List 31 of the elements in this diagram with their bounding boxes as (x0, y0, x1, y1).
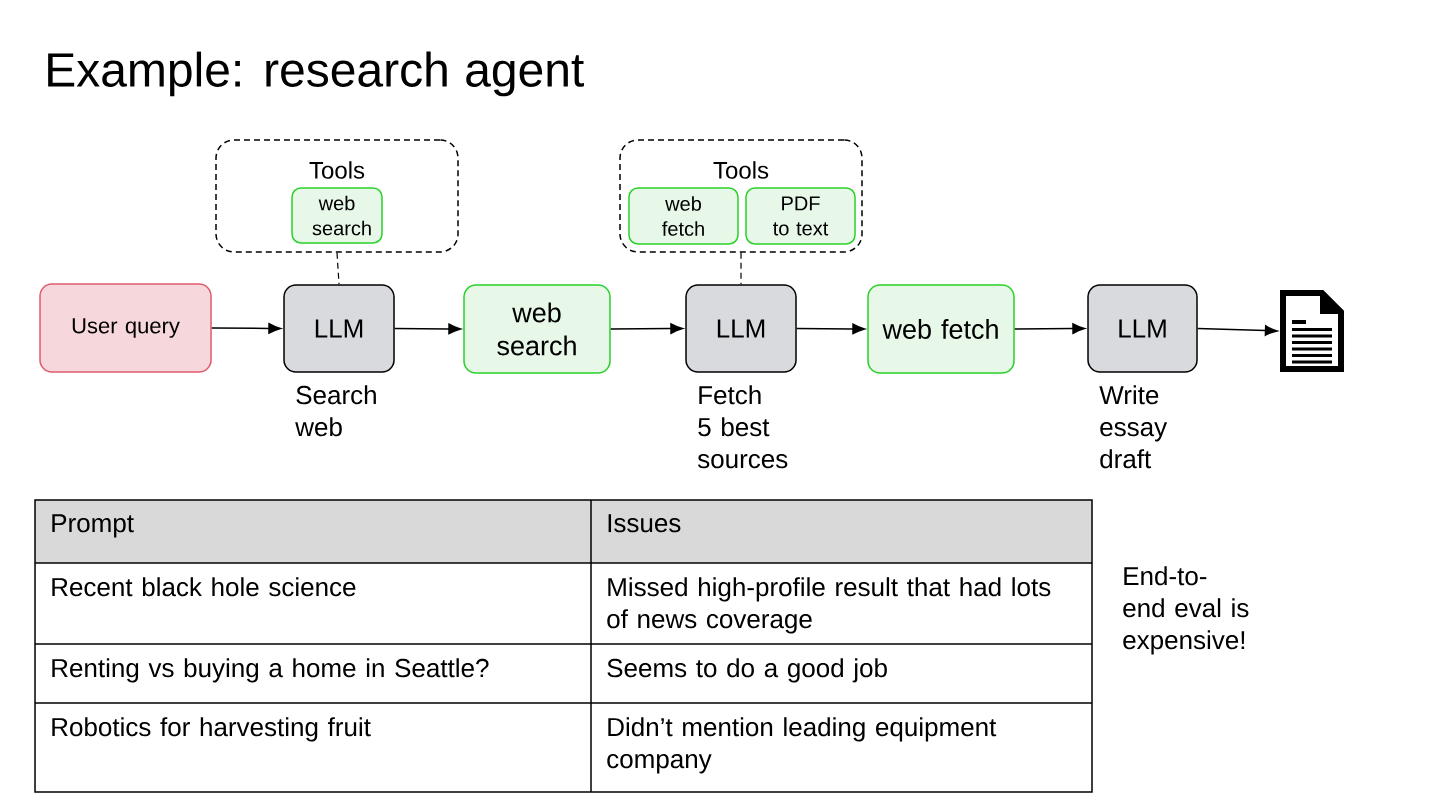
note: End-to-end eval is expensive! (1123, 566, 1249, 655)
arrow (394, 323, 462, 335)
tool-step-box: web search (463, 284, 611, 374)
connector-line (336, 252, 340, 285)
arrow (1197, 325, 1278, 336)
step-caption: Write essay draft (1099, 385, 1168, 469)
llm-box: LLM (685, 284, 797, 373)
tool-box: web fetch (628, 187, 739, 245)
arrow (610, 323, 684, 334)
step-caption: Search web (295, 385, 376, 437)
llm-box: LLM (1087, 284, 1198, 373)
document-icon (1280, 290, 1344, 372)
arrow (796, 323, 866, 335)
tool-step-box: web fetch (867, 284, 1015, 374)
table-header: Prompt (35, 500, 591, 563)
step-caption: Fetch 5 best sources (697, 385, 788, 469)
title: Example: research agent (48, 51, 584, 97)
query-box: User query (39, 283, 212, 373)
llm-box: LLM (283, 284, 395, 373)
table-header: Issues (591, 500, 1092, 563)
connector-line (740, 252, 742, 285)
tool-box: PDF to text (745, 187, 856, 245)
table-text: Missed high-profile result that had lots of news coverage (607, 577, 1051, 634)
table-text: Didn’t mention leading equipment company (607, 717, 997, 774)
table-text: Renting vs buying a home in Seattle? (52, 658, 489, 683)
table-text: Seems to do a good job (607, 658, 887, 683)
table-text: Recent black hole science (52, 577, 356, 597)
arrow (1014, 323, 1086, 334)
arrow (211, 323, 282, 334)
table-text: Robotics for harvesting fruit (52, 717, 371, 742)
tool-box: web search (291, 187, 383, 244)
